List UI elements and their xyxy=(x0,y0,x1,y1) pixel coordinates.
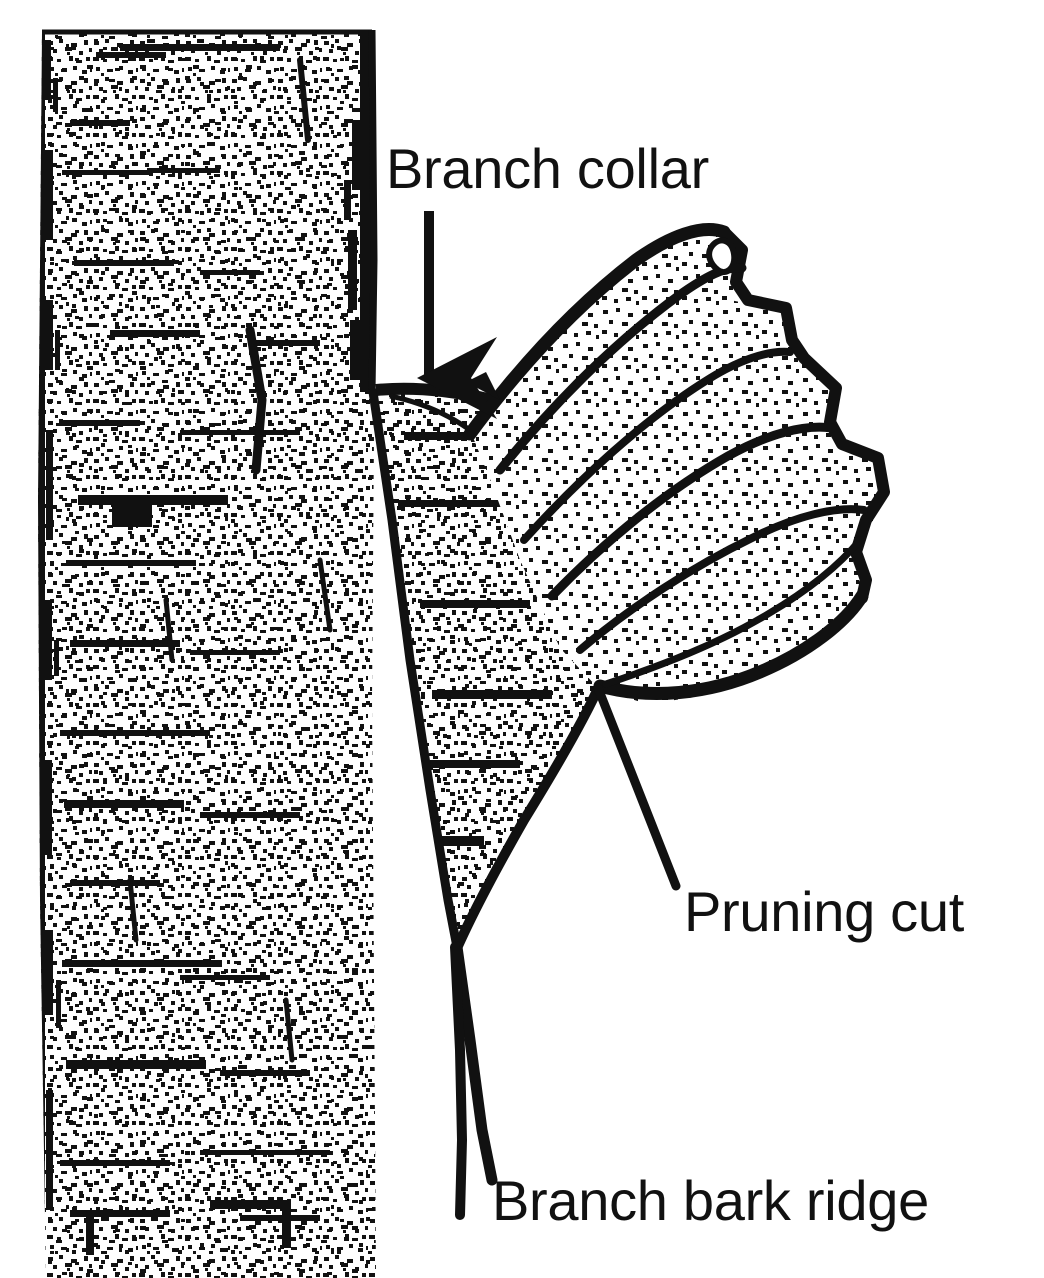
trunk-lower-detail xyxy=(86,1200,291,1255)
trunk-bark-furrows xyxy=(127,57,333,1063)
trunk-left-shading xyxy=(38,32,61,1278)
branch-bottom-outline xyxy=(593,589,869,701)
bark-ridge-line-outer xyxy=(451,941,498,1186)
branch-tip-highlight xyxy=(706,237,738,275)
branch-top-outline xyxy=(463,223,731,441)
branch-cut-face xyxy=(718,226,890,604)
collar-inner-edge xyxy=(368,387,462,952)
bark-ridge-line-inner xyxy=(450,942,468,1220)
trunk-bark-striations xyxy=(60,44,330,1221)
branch-bark-ridge-lines xyxy=(450,941,498,1220)
tree-trunk xyxy=(38,29,378,1278)
trunk-right-outline xyxy=(368,29,378,393)
pruning-cut-leader-line xyxy=(593,683,681,891)
label-pruning-cut: Pruning cut xyxy=(684,880,964,943)
label-branch-bark-ridge: Branch bark ridge xyxy=(492,1169,929,1232)
label-branch-collar: Branch collar xyxy=(386,137,709,200)
